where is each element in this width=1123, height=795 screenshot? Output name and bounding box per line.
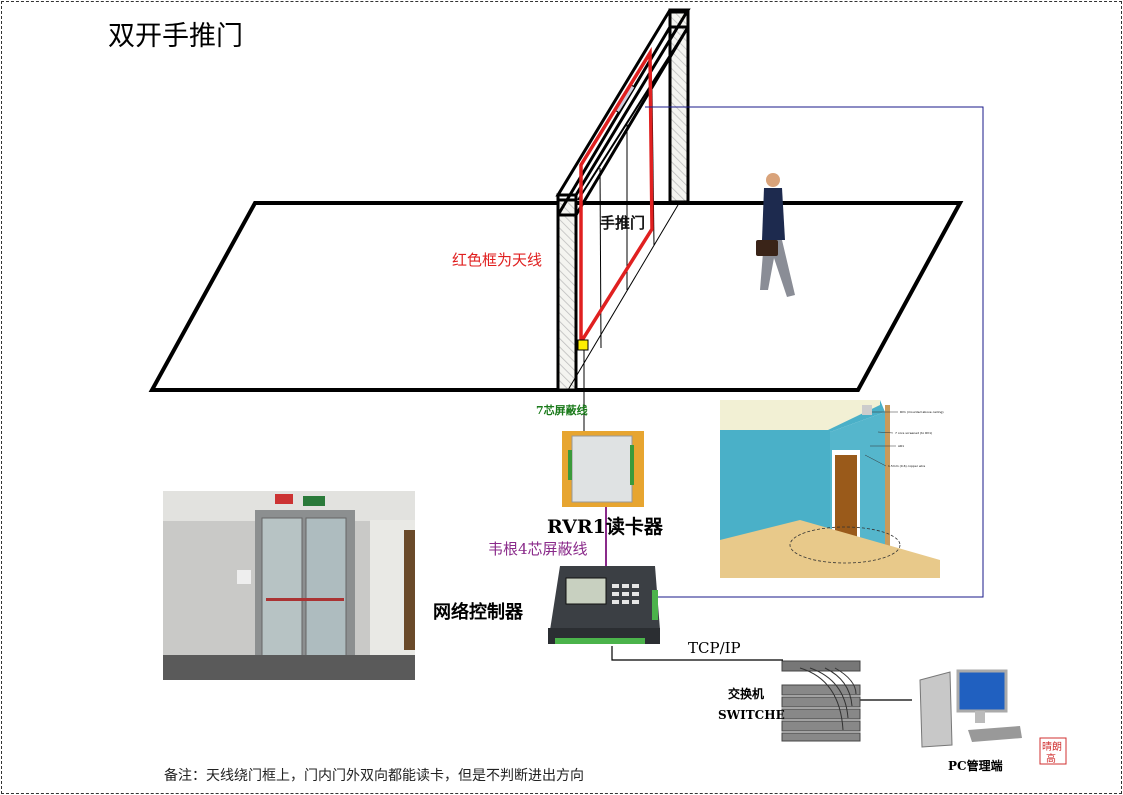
reader-label: RVR1读卡器 <box>547 516 663 538</box>
tcpip-line <box>611 646 783 661</box>
wall-installation-illustration: RV1 (mounted above ceiling) 7 core scree… <box>720 400 944 578</box>
page-title: 双开手推门 <box>108 21 243 52</box>
switch-stack-image <box>781 660 861 742</box>
wall-callout-1: RV1 (mounted above ceiling) <box>900 410 944 414</box>
wall-callout-3: AR1 <box>898 444 904 448</box>
antenna-loop <box>579 46 654 349</box>
network-controller-image <box>548 566 660 644</box>
door-label: 手推门 <box>600 214 646 232</box>
switch-label-en: SWITCHE <box>718 708 785 722</box>
wall-callout-4: 1.5mm (0.6) copper wire <box>888 464 925 468</box>
glass-door-photo <box>163 491 415 680</box>
tcpip-label: TCP/IP <box>688 639 741 657</box>
switch-label-cn: 交换机 <box>728 687 765 701</box>
svg-text:晴朗: 晴朗 <box>1042 740 1062 753</box>
signal-line-door-to-controller <box>645 106 984 598</box>
pc-image <box>919 669 1022 748</box>
svg-text:高: 高 <box>1046 752 1056 765</box>
antenna-junction-marker <box>577 339 589 351</box>
wiegand-cable-label: 韦根4芯屏蔽线 <box>488 540 588 558</box>
footnote: 备注：天线绕门框上，门内门外双向都能读卡，但是不判断进出方向 <box>164 768 584 784</box>
antenna-label: 红色框为天线 <box>452 251 543 269</box>
seal-stamp: 晴朗 高 <box>1039 737 1067 765</box>
floor-outline <box>148 201 964 392</box>
pc-label: PC管理端 <box>948 759 1003 773</box>
cable-7core-label: 7芯屏蔽线 <box>536 404 588 417</box>
walking-person-illustration <box>756 173 795 297</box>
controller-label: 网络控制器 <box>433 602 523 623</box>
left-door-pillar <box>556 198 578 392</box>
rvr1-reader-image <box>562 431 644 507</box>
wall-callout-2: 7 core screened (to RV1) <box>895 431 932 435</box>
